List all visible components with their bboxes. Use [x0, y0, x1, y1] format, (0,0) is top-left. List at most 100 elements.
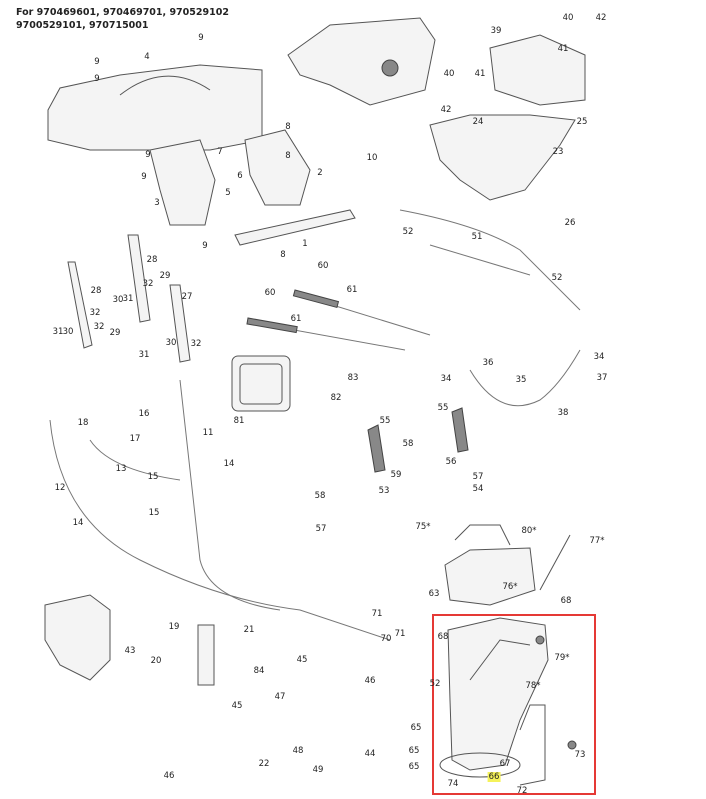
callout-label: 55 [437, 403, 449, 413]
top-cover [287, 17, 436, 106]
callout-label: 42 [440, 105, 452, 115]
callout-label: 9 [141, 172, 147, 182]
callout-label: 68 [437, 632, 449, 642]
callout-label: 30 [112, 295, 124, 305]
callout-label: 47 [274, 692, 286, 702]
callout-label: 32 [142, 279, 154, 289]
callout-label: 46 [364, 676, 376, 686]
callout-label: 15 [147, 472, 159, 482]
control-plate-left [149, 139, 216, 226]
callout-label: 34 [593, 352, 605, 362]
rod-72 [519, 704, 546, 786]
callout-label: 30 [62, 327, 74, 337]
callout-label: 36 [482, 358, 494, 368]
callout-label: 41 [557, 44, 569, 54]
callout-label: 58 [402, 439, 414, 449]
callout-label: 43 [124, 646, 136, 656]
callout-label: 29 [159, 271, 171, 281]
callout-label: 32 [89, 308, 101, 318]
callout-label: 22 [258, 759, 270, 769]
callout-label: 17 [129, 434, 141, 444]
cable-35 [469, 349, 581, 407]
callout-label: 9 [94, 57, 100, 67]
callout-label: 71 [371, 609, 383, 619]
callout-label: 61 [346, 285, 358, 295]
callout-label: 78* [525, 681, 541, 691]
callout-label: 40 [443, 69, 455, 79]
callout-label: 29 [109, 328, 121, 338]
callout-label: 5 [225, 188, 231, 198]
callout-label: 28 [90, 286, 102, 296]
callout-label: 84 [253, 666, 265, 676]
callout-label: 45 [296, 655, 308, 665]
callout-label: 9 [94, 74, 100, 84]
callout-label: 26 [564, 218, 576, 228]
callout-label: 23 [552, 147, 564, 157]
callout-label: 32 [190, 339, 202, 349]
callout-label: 74 [447, 779, 459, 789]
callout-label: 61 [290, 314, 302, 324]
callout-label: 51 [471, 232, 483, 242]
header-line-2: 9700529101, 970715001 [16, 20, 149, 31]
callout-label: 59 [390, 470, 402, 480]
callout-label: 20 [150, 656, 162, 666]
lever-mid [127, 234, 151, 323]
callout-label: 37 [596, 373, 608, 383]
callout-label-highlighted: 66 [487, 772, 501, 782]
callout-label: 82 [330, 393, 342, 403]
callout-label: 8 [285, 122, 291, 132]
callout-label: 13 [115, 464, 127, 474]
callout-label: 9 [145, 150, 151, 160]
callout-label: 16 [138, 409, 150, 419]
callout-label: 9 [198, 33, 204, 43]
callout-label: 1 [302, 239, 308, 249]
callout-label: 65 [410, 723, 422, 733]
callout-label: 35 [515, 375, 527, 385]
callout-label: 25 [576, 117, 588, 127]
callout-label: 49 [312, 765, 324, 775]
callout-label: 60 [317, 261, 329, 271]
callout-label: 3 [154, 198, 160, 208]
callout-label: 70 [380, 634, 392, 644]
callout-label: 15 [148, 508, 160, 518]
callout-label: 28 [146, 255, 158, 265]
control-plate-right [244, 129, 311, 206]
callout-label: 77* [589, 536, 605, 546]
part-19 [197, 624, 215, 686]
callout-label: 58 [314, 491, 326, 501]
lever-right [169, 284, 191, 363]
callout-label: 24 [472, 117, 484, 127]
callout-label: 52 [402, 227, 414, 237]
callout-label: 72 [516, 786, 528, 796]
cover-39 [489, 34, 586, 106]
callout-label: 40 [562, 13, 574, 23]
callout-label: 60 [264, 288, 276, 298]
callout-label: 67 [499, 759, 511, 769]
callout-label: 34 [440, 374, 452, 384]
frame-rail [234, 209, 356, 246]
cable-bundle [49, 419, 391, 641]
callout-label: 31 [138, 350, 150, 360]
callout-label: 2 [317, 168, 323, 178]
callout-label: 55 [379, 416, 391, 426]
callout-label: 14 [72, 518, 84, 528]
callout-label: 65 [408, 746, 420, 756]
callout-label: 45 [231, 701, 243, 711]
callout-label: 42 [595, 13, 607, 23]
callout-label: 73 [574, 750, 586, 760]
callout-label: 56 [445, 457, 457, 467]
callout-label: 8 [285, 151, 291, 161]
engine-mount [44, 594, 111, 681]
callout-label: 75* [415, 522, 431, 532]
lever-left [67, 261, 93, 349]
callout-label: 57 [472, 472, 484, 482]
discharge-chute [447, 617, 549, 771]
callout-label: 63 [428, 589, 440, 599]
callout-label: 71 [394, 629, 406, 639]
callout-label: 12 [54, 483, 66, 493]
callout-label: 21 [243, 625, 255, 635]
callout-label: 6 [237, 171, 243, 181]
header-line-1: For 970469601, 970469701, 970529102 [16, 7, 229, 18]
